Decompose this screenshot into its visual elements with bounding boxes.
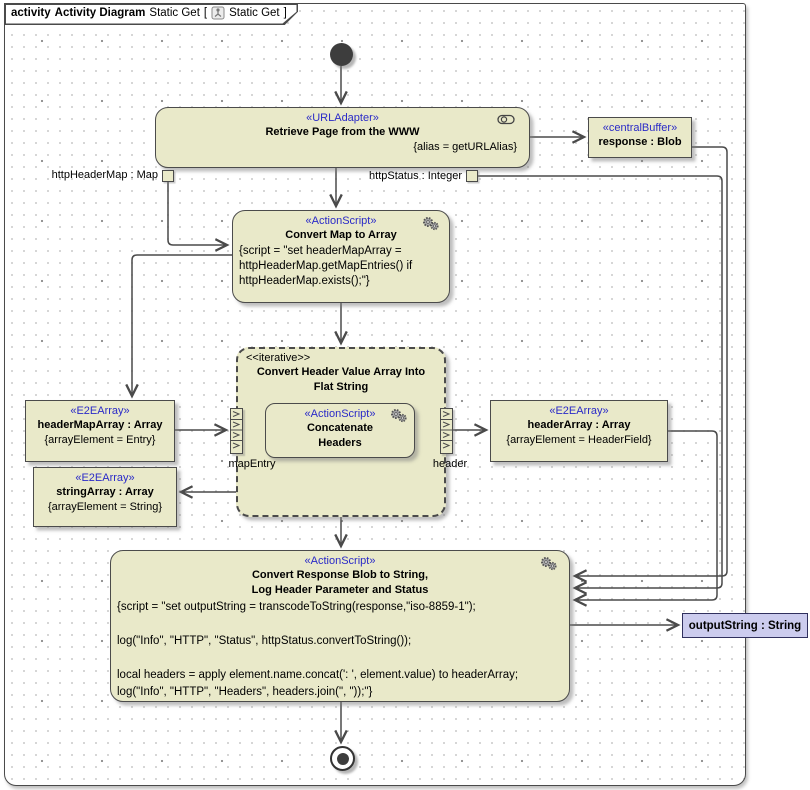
script-text: {script = "set headerMapArray = httpHead… (239, 245, 413, 287)
pin-http-header-map-label: httpHeaderMap : Map (51, 169, 158, 181)
object-header-map-array[interactable]: «E2EArray» headerMapArray : Array {array… (25, 400, 175, 462)
expansion-input-label: mapEntry (228, 458, 276, 470)
tab-kind: activity (11, 7, 51, 19)
action-title-line1: Concatenate (306, 422, 374, 434)
stereotype-label: «E2EArray» (75, 472, 135, 484)
tab-context: Static Get (149, 7, 200, 19)
stereotype-label: «ActionScript» (305, 215, 377, 227)
tagged-value: {arrayElement = HeaderField} (506, 434, 652, 446)
pin-http-status[interactable] (466, 170, 478, 182)
central-buffer-response[interactable]: «centralBuffer» response : Blob (588, 117, 692, 158)
tagged-value: {alias = getURLAlias} (413, 141, 517, 153)
script-text: {script = "set outputString = transcodeT… (117, 601, 519, 698)
action-retrieve-page[interactable]: «URLAdapter» Retrieve Page from the WWW … (155, 107, 530, 168)
frame-tab-label: activity Activity Diagram Static Get [ S… (11, 6, 287, 20)
gears-icon (389, 408, 408, 426)
region-title-line2: Flat String (313, 381, 369, 393)
action-title-line1: Convert Response Blob to String, (251, 569, 428, 581)
region-title-line1: Convert Header Value Array Into (256, 366, 426, 378)
activity-diagram-icon (211, 6, 225, 20)
adapter-icon (497, 114, 517, 128)
expansion-node-output[interactable] (440, 408, 453, 454)
initial-node[interactable] (330, 43, 353, 66)
object-title: headerMapArray : Array (37, 419, 163, 431)
gears-icon (421, 216, 440, 234)
action-convert-map-to-array[interactable]: «ActionScript» Convert Map to Array {scr… (232, 210, 450, 303)
tab-inner-name: Static Get (229, 7, 280, 19)
buffer-title: response : Blob (598, 136, 682, 148)
expansion-node-input[interactable] (230, 408, 243, 454)
stereotype-label: «URLAdapter» (306, 112, 379, 124)
action-title-line2: Log Header Parameter and Status (251, 584, 429, 596)
object-output-string[interactable]: outputString : String (682, 613, 808, 638)
action-title: Convert Map to Array (285, 229, 397, 241)
tagged-value: {arrayElement = String} (47, 501, 163, 513)
action-concatenate-headers[interactable]: «ActionScript» Concatenate Headers (265, 403, 415, 458)
activity-final-node[interactable] (330, 746, 355, 771)
stereotype-label: «centralBuffer» (602, 122, 678, 134)
action-title-line2: Headers (318, 437, 362, 449)
stereotype-label: «ActionScript» (304, 408, 376, 420)
tab-name: Activity Diagram (54, 7, 146, 19)
pin-http-header-map[interactable] (162, 170, 174, 182)
object-title: headerArray : Array (527, 419, 631, 431)
tagged-value: {arrayElement = Entry} (44, 434, 156, 446)
object-header-array[interactable]: «E2EArray» headerArray : Array {arrayEle… (490, 400, 668, 462)
stereotype-label: «ActionScript» (304, 555, 376, 567)
action-title: Retrieve Page from the WWW (265, 126, 420, 138)
object-title: outputString : String (688, 619, 802, 632)
object-string-array[interactable]: «E2EArray» stringArray : Array {arrayEle… (33, 467, 177, 527)
stereotype-label: «E2EArray» (549, 405, 609, 417)
stereotype-label: «E2EArray» (70, 405, 130, 417)
gears-icon (539, 556, 558, 574)
object-title: stringArray : Array (56, 486, 154, 498)
iterative-keyword: <<iterative>> (246, 352, 311, 364)
action-convert-response-blob[interactable]: «ActionScript» Convert Response Blob to … (110, 550, 570, 702)
pin-http-status-label: httpStatus : Integer (369, 170, 462, 182)
expansion-output-label: header (432, 458, 468, 470)
